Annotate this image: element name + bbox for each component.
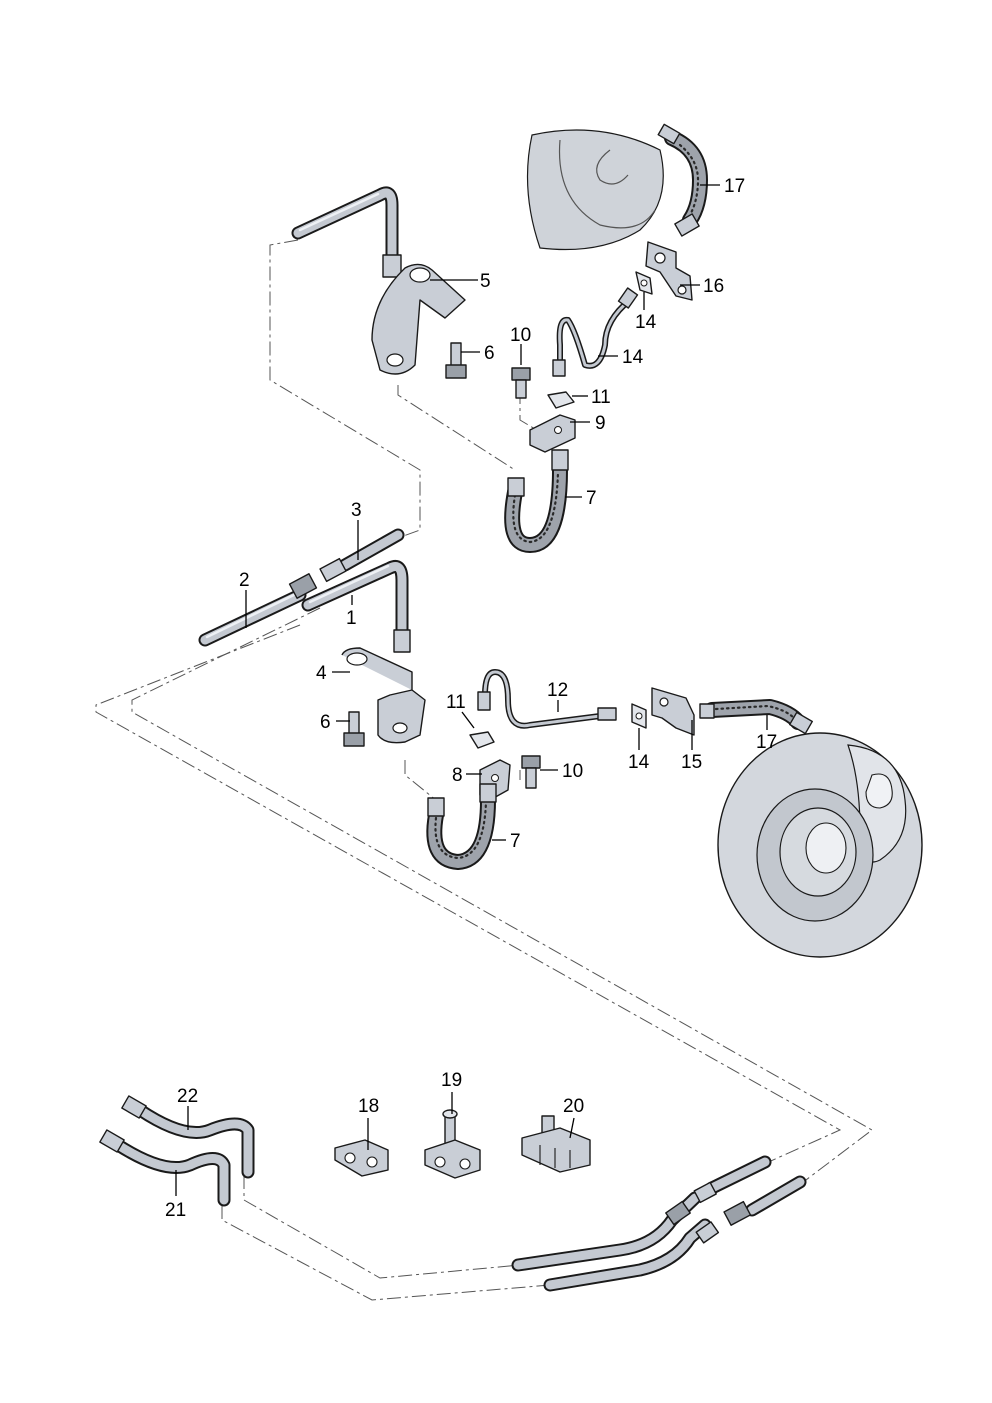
bolt-6-top xyxy=(445,342,467,379)
callout-3: 3 xyxy=(351,500,362,521)
caliper-housing-rear xyxy=(526,129,664,251)
callout-12: 12 xyxy=(547,680,568,701)
bracket-15 xyxy=(651,687,695,736)
brake-disc xyxy=(717,732,923,958)
callout-5: 5 xyxy=(480,271,491,292)
callout-6-mid: 6 xyxy=(320,712,331,733)
callout-6-top: 6 xyxy=(484,343,495,364)
clip-11-mid xyxy=(469,731,495,749)
callout-14-top: 14 xyxy=(635,312,657,333)
callout-20: 20 xyxy=(563,1096,584,1117)
brake-pipe-3 xyxy=(319,528,405,583)
brake-line-12 xyxy=(477,669,617,729)
callout-19: 19 xyxy=(441,1070,462,1091)
callout-17-top: 17 xyxy=(724,176,745,197)
brake-pipe-1 xyxy=(301,560,411,653)
callout-9: 9 xyxy=(595,413,606,434)
routing-guide-lines xyxy=(95,239,873,1301)
bolt-10-top xyxy=(511,367,531,399)
bolt-6-mid xyxy=(343,711,365,747)
callout-2: 2 xyxy=(239,570,250,591)
brake-pipe-top xyxy=(291,186,402,278)
callout-10-mid: 10 xyxy=(562,761,583,782)
callout-7-top: 7 xyxy=(586,488,597,509)
spring-clip-14-top xyxy=(635,271,653,295)
brake-pipe-2 xyxy=(198,573,318,647)
brake-hose-7-top xyxy=(504,449,569,553)
bolt-10-mid xyxy=(521,755,541,789)
brake-pipe-bottom-upper xyxy=(511,1155,772,1272)
callout-10-top: 10 xyxy=(510,325,531,346)
brake-hose-17-mid xyxy=(699,699,813,735)
brake-pipe-bottom-lower xyxy=(543,1175,807,1292)
brake-hose-17-top xyxy=(657,123,708,237)
callout-14-mid: 14 xyxy=(628,752,650,773)
leader-lines xyxy=(175,184,768,1196)
pipe-clip-20 xyxy=(521,1115,591,1173)
callout-13: 14 xyxy=(622,347,644,368)
callout-8: 8 xyxy=(452,765,463,786)
bracket-9 xyxy=(529,414,576,453)
callout-16: 16 xyxy=(703,276,724,297)
mounting-bracket-4 xyxy=(341,647,426,744)
callout-18: 18 xyxy=(358,1096,379,1117)
callout-11-top: 11 xyxy=(591,387,611,408)
clip-11-top xyxy=(547,391,575,409)
brake-hose-7-mid xyxy=(426,783,497,870)
spring-clip-14-mid xyxy=(631,703,647,729)
brake-pipe-21 xyxy=(99,1129,231,1207)
callout-15: 15 xyxy=(681,752,702,773)
mounting-bracket-5 xyxy=(371,263,466,375)
brake-pipe-22 xyxy=(121,1095,255,1179)
brake-line-13 xyxy=(552,287,639,377)
callout-17-mid: 17 xyxy=(756,732,777,753)
callout-21: 21 xyxy=(165,1200,186,1221)
callout-1: 1 xyxy=(346,608,357,629)
bracket-16 xyxy=(645,241,693,301)
callout-7-mid: 7 xyxy=(510,831,521,852)
callout-22: 22 xyxy=(177,1086,198,1107)
pipe-clip-19 xyxy=(424,1109,481,1179)
pipe-clip-18 xyxy=(334,1139,389,1177)
callout-4: 4 xyxy=(316,663,327,684)
callout-labels: 17 16 14 14 5 6 10 11 9 7 3 2 1 4 6 11 1… xyxy=(165,176,777,1221)
callout-11-mid: 11 xyxy=(446,692,466,713)
